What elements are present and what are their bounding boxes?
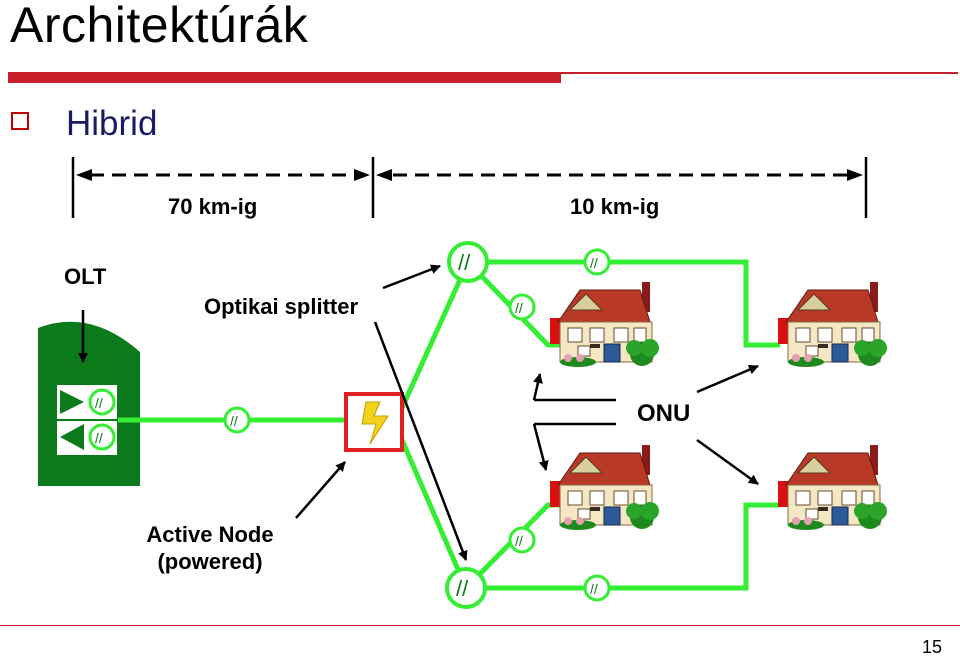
olt-transmit-icon bbox=[60, 390, 84, 414]
splitter-pointer-arrow-top bbox=[382, 264, 441, 290]
fiber-connector-icon bbox=[583, 574, 611, 602]
fiber-mark-label: // bbox=[590, 255, 598, 271]
active-node-box bbox=[344, 392, 404, 452]
onu-label: ONU bbox=[637, 400, 691, 427]
fiber-connector-icon bbox=[445, 567, 487, 609]
house-icon bbox=[777, 281, 888, 368]
bullet-text: Hibrid bbox=[66, 104, 158, 143]
fiber-connector-icon bbox=[447, 241, 489, 283]
olt-label: OLT bbox=[64, 264, 107, 289]
title-rule-extension bbox=[561, 72, 958, 74]
distance-arrow-left-start bbox=[76, 169, 92, 181]
distance-arrow-right-end bbox=[847, 169, 863, 181]
bullet-square-icon bbox=[11, 112, 29, 130]
olt-receive-icon bbox=[60, 424, 84, 450]
onu-pointer-arrow bbox=[696, 364, 759, 394]
fiber-connector-icon bbox=[508, 526, 536, 554]
active-node-label-line1: Active Node bbox=[146, 522, 274, 547]
fiber-mark-label: // bbox=[515, 533, 523, 549]
splitter-pointer-arrow-bottom bbox=[373, 321, 468, 561]
fiber-connector-icon bbox=[223, 406, 251, 434]
distance-arrow-left-end bbox=[354, 169, 370, 181]
page-number: 15 bbox=[921, 637, 942, 657]
fiber-mark-label: // bbox=[95, 395, 103, 411]
pon-architecture-diagram: // // // // // // // // // bbox=[38, 157, 888, 609]
house-icon bbox=[549, 281, 660, 368]
power-lightning-icon bbox=[361, 401, 389, 445]
distance-label-left: 70 km-ig bbox=[168, 194, 258, 219]
house-icon bbox=[777, 444, 888, 531]
fiber-mark-label: // bbox=[456, 576, 469, 601]
fiber-mark-label: // bbox=[515, 300, 523, 316]
onu-pointer-arrow bbox=[696, 438, 759, 486]
splitter-label: Optikai splitter bbox=[204, 294, 359, 319]
slide-title: Architektúrák bbox=[10, 0, 309, 53]
olt-port-icon bbox=[88, 423, 116, 451]
fiber-mark-label: // bbox=[458, 250, 471, 275]
onu-pointer-arrow bbox=[532, 423, 549, 471]
footer-rule bbox=[0, 625, 960, 626]
fiber-mark-label: // bbox=[95, 430, 103, 446]
distance-label-right: 10 km-ig bbox=[570, 194, 660, 219]
fiber-mark-label: // bbox=[230, 413, 238, 429]
active-node-label-line2: (powered) bbox=[157, 549, 263, 574]
title-rule bbox=[8, 72, 561, 83]
fiber-connector-icon bbox=[583, 248, 611, 276]
fiber-mark-label: // bbox=[590, 581, 598, 597]
onu-pointer-arrow bbox=[532, 373, 543, 401]
active-node-pointer-arrow bbox=[295, 461, 346, 519]
olt-device bbox=[38, 321, 140, 486]
olt-port-icon bbox=[88, 388, 116, 416]
distance-arrow-right-start bbox=[376, 169, 392, 181]
active-node-label: Active Node (powered) bbox=[130, 521, 290, 575]
fiber-connector-icon bbox=[508, 293, 536, 321]
house-icon bbox=[549, 444, 660, 531]
